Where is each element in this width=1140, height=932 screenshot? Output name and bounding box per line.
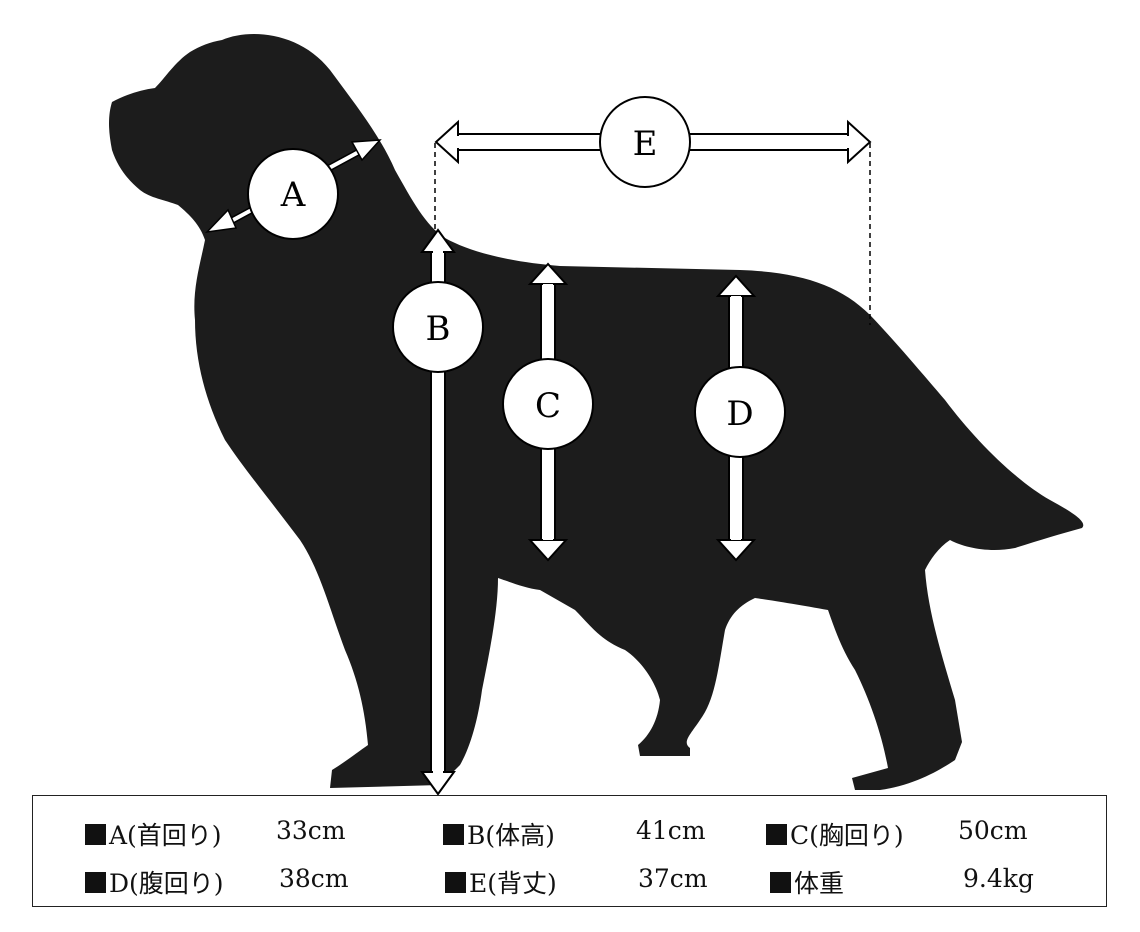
bullet-square-icon (770, 872, 791, 893)
dog-silhouette (109, 33, 1084, 790)
legend-label-e: E(背丈) (469, 869, 557, 898)
label-b: B (426, 309, 451, 349)
legend-value-b: 41cm (636, 816, 706, 845)
legend-value-d: 38cm (279, 864, 349, 893)
bullet-square-icon (445, 872, 466, 893)
legend-label-b: B(体高) (467, 821, 555, 850)
legend-value-c: 50cm (958, 816, 1028, 845)
legend-value-a: 33cm (276, 816, 346, 845)
legend-item-d: D(腹回り) (85, 864, 224, 900)
legend-item-c: C(胸回り) (766, 816, 904, 852)
measurement-e-arrow: E (434, 96, 872, 325)
legend-item-e: E(背丈) (445, 864, 557, 900)
legend-item-weight: 体重 (770, 864, 844, 900)
bullet-square-icon (85, 824, 106, 845)
bullet-square-icon (766, 824, 787, 845)
legend-label-c: C(胸回り) (790, 821, 904, 850)
legend-value-e: 37cm (638, 864, 708, 893)
bullet-square-icon (85, 872, 106, 893)
measurements-legend: A(首回り) 33cm B(体高) 41cm C(胸回り) 50cm D(腹回り… (32, 795, 1107, 907)
label-e: E (633, 124, 658, 164)
bullet-square-icon (443, 824, 464, 845)
measurement-d-arrow: D (694, 274, 786, 562)
legend-label-a: A(首回り) (109, 821, 222, 850)
measurement-a-arrow: A (204, 139, 382, 240)
legend-value-weight: 9.4kg (963, 864, 1034, 893)
legend-item-a: A(首回り) (85, 816, 222, 852)
legend-label-weight: 体重 (794, 869, 845, 898)
legend-label-d: D(腹回り) (109, 869, 224, 898)
legend-item-b: B(体高) (443, 816, 555, 852)
label-a: A (280, 175, 306, 215)
label-c: C (535, 386, 561, 426)
measurement-b-arrow: B (392, 228, 484, 796)
label-d: D (726, 394, 753, 434)
measurement-c-arrow: C (502, 262, 594, 562)
